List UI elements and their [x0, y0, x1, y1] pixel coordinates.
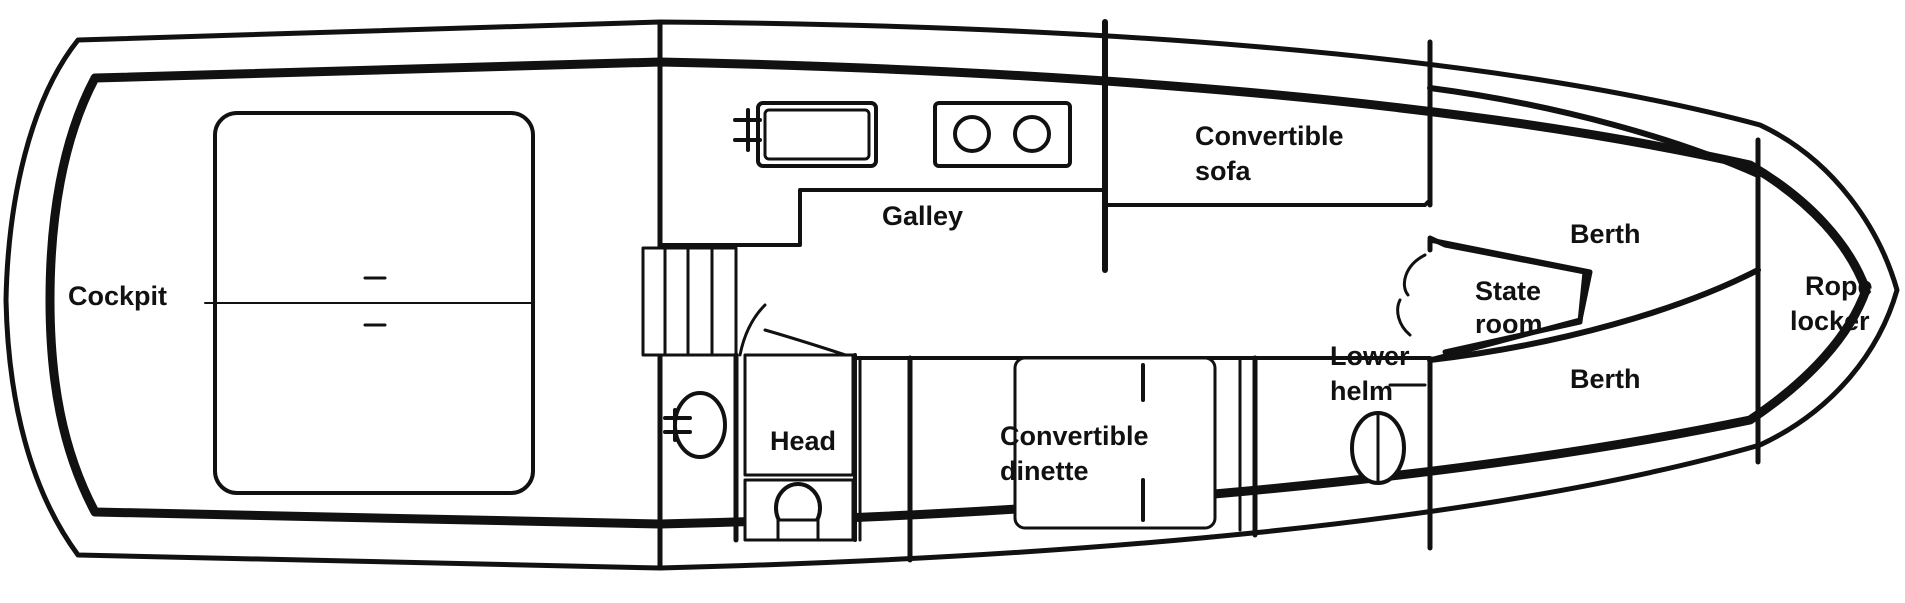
label-cockpit: Cockpit — [68, 281, 167, 311]
berth-divider — [1427, 235, 1588, 355]
outer-hull — [3, 19, 1900, 571]
inner-hull — [45, 57, 1871, 529]
label-rope-line-1: Rope — [1805, 271, 1873, 301]
galley-counter — [658, 188, 1107, 247]
label-sofa-line-2: sofa — [1195, 156, 1252, 186]
label-helm-line-1: Lower — [1330, 341, 1410, 371]
label-stateroom-line-2: room — [1475, 309, 1543, 339]
head-door-arc — [738, 303, 767, 357]
label-helm-line-2: helm — [1330, 376, 1393, 406]
lower-berth-line — [1427, 267, 1761, 363]
stateroom-door — [1396, 253, 1427, 337]
label-stateroom-line-1: State — [1475, 276, 1541, 306]
companionway-stairs — [641, 246, 738, 357]
upper-berth-line — [1427, 85, 1761, 178]
label-berth-lower: Berth — [1570, 364, 1641, 394]
label-rope-line-2: locker — [1790, 306, 1870, 336]
label-dinette-line-2: dinette — [1000, 456, 1089, 486]
dinette-table — [1013, 356, 1217, 530]
label-sofa-line-1: Convertible — [1195, 121, 1344, 151]
label-dinette-line-1: Convertible — [1000, 421, 1149, 451]
toilet — [774, 482, 822, 542]
head-cabinet — [743, 353, 855, 477]
label-galley: Galley — [882, 201, 963, 231]
label-head: Head — [770, 426, 836, 456]
label-berth-upper: Berth — [1570, 219, 1641, 249]
galley-stove — [933, 101, 1072, 168]
galley-sink — [733, 101, 878, 168]
head-sink — [663, 391, 727, 459]
